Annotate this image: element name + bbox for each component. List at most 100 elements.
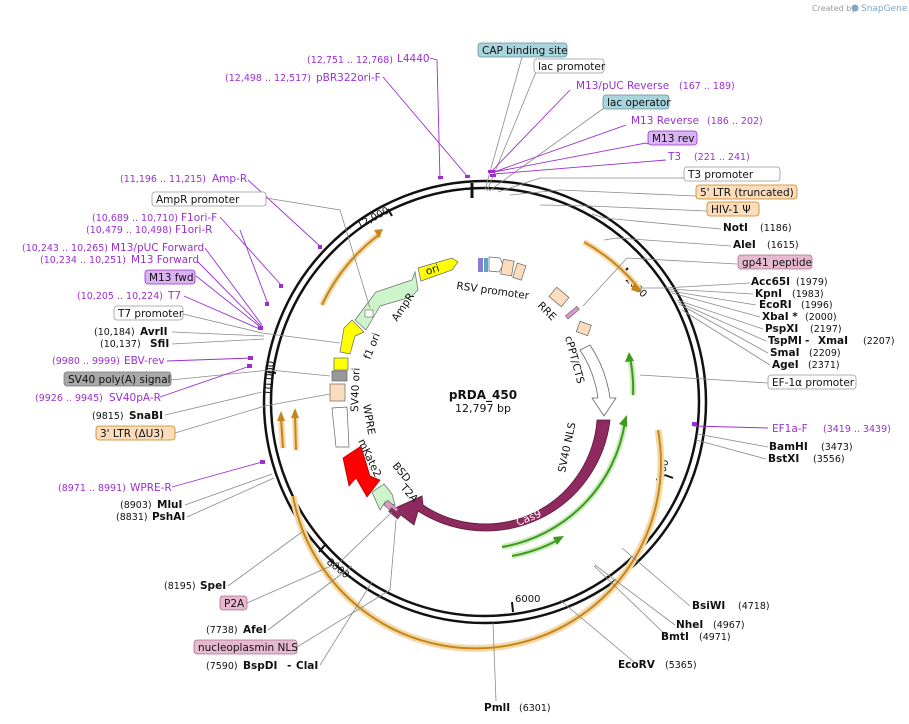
green-arc-cas9-arrow	[619, 415, 627, 427]
rre-block	[548, 286, 570, 308]
site-alei-pos: (1615)	[767, 240, 799, 251]
ampr-promoter-label: AmpR promoter	[156, 194, 240, 206]
site-avrii: AvrII	[140, 326, 168, 338]
primer-t3-name: T3	[667, 151, 681, 163]
ampr-promoter-box	[151, 191, 267, 207]
ori-arrow	[417, 257, 459, 282]
t7-promoter-box	[113, 305, 184, 321]
psi-block	[512, 262, 527, 281]
ltr-short-arc-1-line	[280, 417, 284, 449]
leader-sv40-polya	[170, 369, 331, 381]
site-dash-2: -	[287, 660, 291, 672]
primer-f1ori-f-coords: (10,689 .. 10,710)	[92, 213, 178, 224]
leader-snabi	[164, 391, 263, 416]
leader-3ltr	[174, 393, 331, 434]
gp41-peptide-box	[737, 254, 813, 270]
site-pmli-pos: (6301)	[519, 703, 551, 714]
ltr-arc-ampr-arrow	[374, 229, 383, 238]
primer-m13-fwd-coords: (10,234 .. 10,251)	[40, 255, 126, 266]
site-smai: SmaI	[770, 347, 800, 359]
leader-pbr322	[382, 76, 468, 177]
hiv-psi-label: HIV-1 Ψ	[711, 204, 751, 216]
leader-afei	[267, 565, 353, 631]
site-bamhi: BamHI	[769, 441, 808, 453]
site-sfii-pos: (10,137)	[100, 339, 141, 350]
m13-fwd-label: M13 fwd	[149, 272, 194, 284]
site-avrii-pos: (10,184)	[94, 327, 135, 338]
site-mlui-pos: (8903)	[120, 500, 152, 511]
primer-f1ori-r-name: F1ori-R	[175, 224, 212, 236]
leader-ecori	[669, 290, 757, 306]
site-ecorv: EcoRV	[618, 659, 656, 671]
leader-bstxi	[695, 439, 767, 460]
lac-operator-box	[602, 94, 670, 110]
leader-pmli	[492, 622, 497, 702]
ltr-arcs	[277, 229, 665, 652]
primer-t7-coords: (10,205 .. 10,224)	[77, 291, 163, 302]
sv40-ori-label: SV40 ori	[349, 367, 363, 412]
site-bsiwi: BsiWI	[692, 600, 725, 612]
primer-mark-t3	[490, 174, 496, 177]
primer-mark-wpre	[260, 460, 265, 464]
lac-promoter-label: lac promoter	[538, 61, 606, 73]
t3-promoter-box	[683, 166, 781, 182]
m13-rev-box	[647, 130, 698, 146]
f1-ori-label: f1 ori	[362, 331, 383, 361]
leader-ampr-primer	[247, 179, 323, 249]
snapgene-brand: SnapGene	[861, 4, 908, 14]
backbone-inner-ring	[269, 186, 701, 618]
tick-label-12000: 12,000	[355, 206, 391, 232]
site-bstxi-pos: (3556)	[813, 454, 845, 465]
bsd-label: BSD	[390, 460, 413, 484]
primer-sv40pa-name: SV40pA-R	[109, 392, 161, 404]
primer-ampr-name: Amp-R	[212, 173, 247, 185]
site-tspmi-pos: (2207)	[863, 336, 895, 347]
leader-nhei	[594, 564, 676, 626]
cppt-block	[575, 320, 592, 337]
leader-t3	[493, 159, 667, 175]
leader-sfii	[171, 338, 265, 345]
leader-p2a	[246, 511, 393, 604]
primer-ebv-name: EBV-rev	[124, 355, 165, 367]
leader-pshai	[186, 477, 275, 518]
tick-4000	[664, 474, 674, 479]
sv40-polya-block	[331, 370, 348, 382]
site-smai-pos: (2209)	[809, 348, 841, 359]
top-labels: (12,751 .. 12,768) L4440 (12,498 .. 12,5…	[225, 42, 798, 217]
ltr5-block	[500, 258, 515, 277]
leader-agei	[681, 309, 771, 366]
leader-bmti	[593, 565, 669, 638]
t3-promoter-label: T3 promoter	[687, 169, 754, 181]
ltr-short-arrow-1	[277, 411, 285, 421]
site-pspxi: PspXI	[765, 323, 798, 335]
site-bamhi-pos: (3473)	[821, 442, 853, 453]
primer-mark-m13rev	[488, 170, 495, 173]
primer-mark-pbr322	[465, 175, 470, 178]
primer-ef1a-f-name: EF1a-F	[772, 423, 808, 435]
tick-12000	[387, 208, 393, 217]
site-bmti: BmtI	[661, 631, 689, 643]
leader-f1ori-f	[219, 216, 283, 287]
primer-m13-rev-coords: (186 .. 202)	[707, 116, 763, 127]
primer-pbr322-name: pBR322ori-F	[316, 72, 381, 84]
m13-rev-label: M13 rev	[652, 133, 695, 145]
site-spei-pos: (8195)	[164, 581, 196, 592]
ltr-short-arrow-2	[291, 408, 299, 418]
primer-wpre-r-coords: (8971 .. 8991)	[58, 483, 126, 494]
primer-mark-ampr	[318, 245, 322, 249]
site-nhei-pos: (4967)	[713, 620, 745, 631]
tick-10000	[267, 371, 277, 374]
leader-m13-rev	[490, 124, 627, 174]
ltr3-label: 3' LTR (ΔU3)	[100, 428, 164, 440]
site-ecorv-pos: (5365)	[665, 660, 697, 671]
p2a-box	[219, 595, 248, 611]
tick-6000	[511, 601, 514, 613]
leader-acc65i	[640, 282, 751, 289]
site-agei: AgeI	[772, 359, 799, 371]
t7-promoter-label: T7 promoter	[117, 308, 184, 320]
primer-m13puc-fwd-coords: (10,243 .. 10,265)	[22, 243, 108, 254]
bsd-arrow	[371, 483, 396, 511]
leader-kpni	[667, 288, 754, 295]
sv40-nls-label: SV40 NLS	[556, 421, 578, 474]
right-sites: NotI (1186) AleI (1615) gp41 peptide Acc…	[484, 222, 895, 714]
